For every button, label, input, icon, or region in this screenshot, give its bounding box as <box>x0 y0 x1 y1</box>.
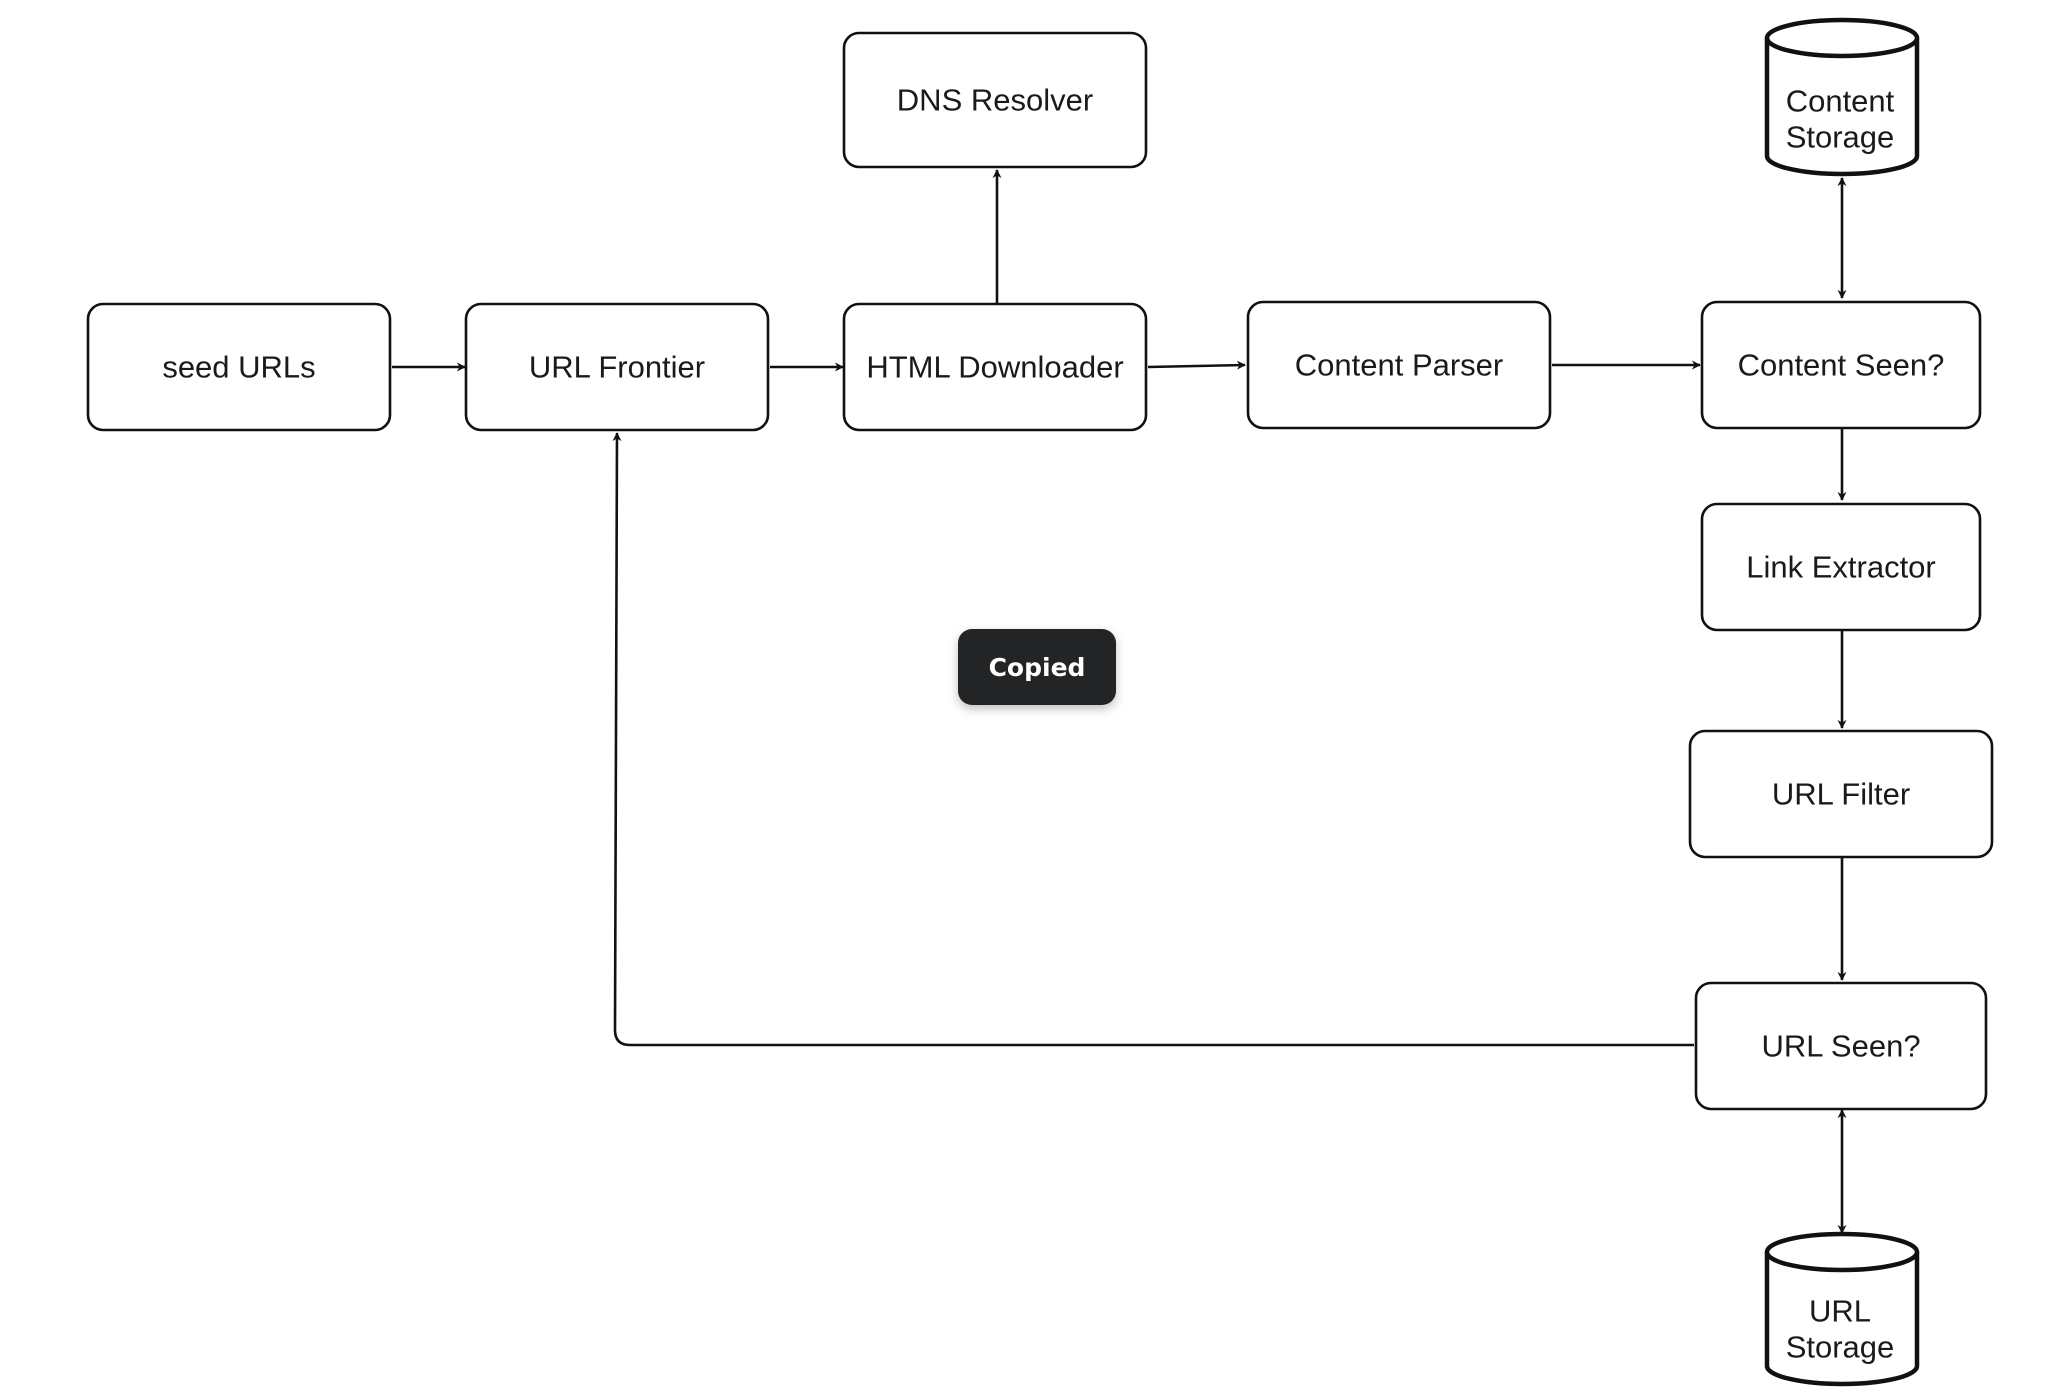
node-url-storage <box>1764 1231 1920 1387</box>
node-link-extractor <box>1700 502 1982 632</box>
node-url-frontier-label: URL Frontier <box>529 350 705 385</box>
node-seed-urls <box>86 302 392 432</box>
node-url-seen <box>1694 981 1988 1111</box>
node-content-storage-label-1: Content <box>1786 84 1895 119</box>
node-content-parser <box>1246 300 1552 430</box>
node-url-filter <box>1688 729 1994 859</box>
node-content-seen-label: Content Seen? <box>1738 348 1945 383</box>
node-url-frontier <box>464 302 770 432</box>
node-url-storage-label-1: URL <box>1809 1294 1871 1329</box>
node-html-downloader <box>842 302 1148 432</box>
node-link-extractor-label: Link Extractor <box>1746 550 1936 585</box>
node-seed-urls-label: seed URLs <box>162 350 315 385</box>
node-dns-resolver-label: DNS Resolver <box>897 83 1093 118</box>
node-dns-resolver <box>842 31 1148 169</box>
copied-toast: Copied <box>958 629 1116 705</box>
node-content-seen <box>1700 300 1982 430</box>
node-html-downloader-label: HTML Downloader <box>866 350 1123 385</box>
edge-url-seen-to-url-frontier <box>612 432 1694 1047</box>
node-content-storage <box>1764 17 1920 177</box>
node-url-seen-label: URL Seen? <box>1761 1029 1920 1064</box>
node-content-parser-label: Content Parser <box>1295 348 1504 383</box>
node-content-storage-label-2: Storage <box>1786 120 1895 155</box>
node-url-storage-label-2: Storage <box>1786 1330 1895 1365</box>
edge-html-downloader-to-content-parser <box>1147 360 1246 370</box>
node-url-filter-label: URL Filter <box>1772 777 1910 812</box>
